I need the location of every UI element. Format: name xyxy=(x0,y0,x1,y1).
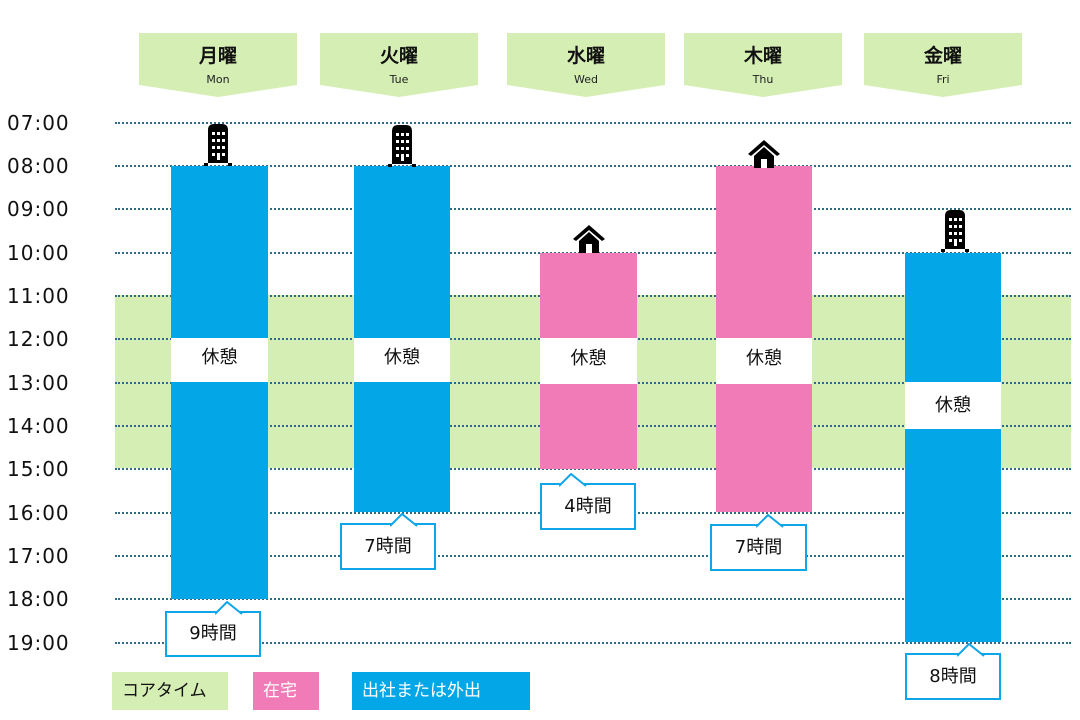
duration-label: 8時間 xyxy=(929,666,977,687)
time-label: 10:00 xyxy=(7,241,70,265)
time-label: 11:00 xyxy=(7,284,70,308)
time-label: 13:00 xyxy=(7,371,70,395)
duration-label: 4時間 xyxy=(564,496,612,517)
gridline xyxy=(115,208,1071,210)
legend-office: 出社または外出 xyxy=(352,672,530,710)
home-icon xyxy=(748,140,780,168)
break-mon: 休憩 xyxy=(171,338,268,382)
duration-label: 7時間 xyxy=(364,536,412,557)
time-label: 12:00 xyxy=(7,327,70,351)
gridline xyxy=(115,555,1071,557)
time-label: 14:00 xyxy=(7,414,70,438)
gridline xyxy=(115,468,1071,470)
office-building-icon xyxy=(941,210,969,252)
day-header-wed: 水曜 Wed xyxy=(507,33,665,97)
duration-callout-fri: 8時間 xyxy=(905,643,1001,700)
break-wed: 休憩 xyxy=(540,338,637,384)
break-tue: 休憩 xyxy=(354,338,450,382)
break-fri: 休憩 xyxy=(905,382,1001,429)
time-label: 15:00 xyxy=(7,457,70,481)
day-label-en: Wed xyxy=(574,73,598,86)
day-label-en: Thu xyxy=(752,73,774,86)
duration-callout-tue: 7時間 xyxy=(340,513,436,570)
header-banner-shape xyxy=(684,33,842,97)
header-banner-shape xyxy=(864,33,1022,97)
bar-mon xyxy=(171,166,268,599)
time-label: 07:00 xyxy=(7,111,70,135)
header-banner-shape xyxy=(507,33,665,97)
legend-home: 在宅 xyxy=(253,672,319,710)
gridline xyxy=(115,642,1071,644)
callout-pointer xyxy=(390,513,418,527)
time-label: 08:00 xyxy=(7,154,70,178)
day-header-fri: 金曜 Fri xyxy=(864,33,1022,97)
time-label: 16:00 xyxy=(7,501,70,525)
bar-fri xyxy=(905,253,1001,642)
office-building-icon xyxy=(388,125,416,167)
time-label: 19:00 xyxy=(7,631,70,655)
day-label-en: Fri xyxy=(936,73,950,86)
office-building-icon xyxy=(204,124,232,166)
duration-label: 9時間 xyxy=(189,623,237,644)
break-thu: 休憩 xyxy=(716,338,812,384)
time-label: 18:00 xyxy=(7,587,70,611)
day-label-jp: 金曜 xyxy=(923,45,962,67)
day-label-jp: 月曜 xyxy=(198,45,237,67)
day-label-jp: 水曜 xyxy=(566,45,605,67)
callout-pointer xyxy=(215,601,243,615)
day-label-en: Tue xyxy=(389,73,409,86)
day-header-tue: 火曜 Tue xyxy=(320,33,478,97)
day-header-thu: 木曜 Thu xyxy=(684,33,842,97)
gridline xyxy=(115,165,1071,167)
time-label: 09:00 xyxy=(7,197,70,221)
callout-pointer xyxy=(756,514,784,528)
day-label-jp: 火曜 xyxy=(379,45,418,67)
time-label: 17:00 xyxy=(7,544,70,568)
duration-callout-wed: 4時間 xyxy=(540,473,636,530)
duration-callout-mon: 9時間 xyxy=(165,601,261,657)
gridline xyxy=(115,122,1071,124)
duration-label: 7時間 xyxy=(734,537,783,558)
day-label-jp: 木曜 xyxy=(743,45,782,67)
day-header-mon: 月曜 Mon xyxy=(139,33,297,97)
home-icon xyxy=(573,225,605,253)
header-banner-shape xyxy=(320,33,478,97)
day-label-en: Mon xyxy=(206,73,230,86)
callout-pointer xyxy=(957,643,985,657)
gridline xyxy=(115,598,1071,600)
legend-core-time: コアタイム xyxy=(112,672,228,710)
duration-callout-thu: 7時間 xyxy=(710,514,807,571)
header-banner-shape xyxy=(139,33,297,97)
callout-pointer xyxy=(559,473,587,487)
